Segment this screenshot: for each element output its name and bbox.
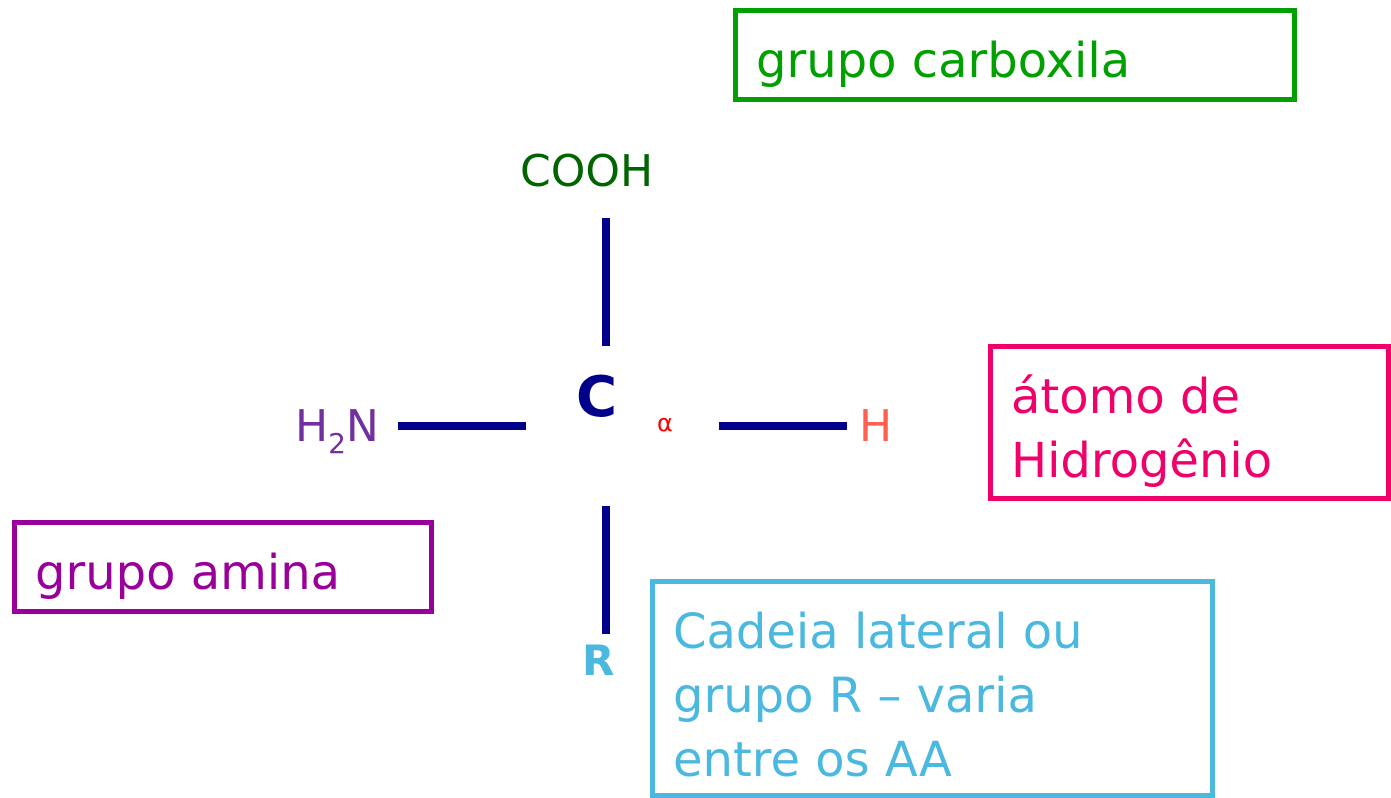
alpha-symbol: α (657, 409, 673, 437)
hydrogen-atom-symbol: H (859, 401, 893, 452)
carboxyl-group-box: grupo carboxila (733, 8, 1297, 102)
side-chain-label-line1: Cadeia lateral ou (673, 604, 1083, 660)
hydrogen-atom-box: átomo de Hidrogênio (988, 344, 1391, 501)
amine-atom-label: H2N (295, 405, 379, 458)
amine-atom-subscript: 2 (328, 427, 346, 460)
carboxyl-atom-label: COOH (520, 146, 654, 197)
carboxyl-group-label: grupo carboxila (756, 33, 1131, 89)
amine-atom-h: H (295, 401, 329, 452)
alpha-carbon-label: C (576, 365, 618, 430)
hydrogen-atom-label-line1: átomo de (1011, 369, 1240, 425)
side-chain-r-label: R (582, 636, 615, 685)
side-chain-box: Cadeia lateral ou grupo R – varia entre … (650, 579, 1215, 798)
bond-amine-carbon (398, 422, 526, 430)
hydrogen-atom-label-line2: Hidrogênio (1011, 433, 1273, 489)
bond-carbon-side-chain (602, 506, 610, 634)
bond-carbon-carboxyl (602, 218, 610, 346)
side-chain-label-line3: entre os AA (673, 732, 952, 788)
amine-group-label: grupo amina (35, 545, 341, 601)
amine-atom-n: N (345, 401, 379, 452)
side-chain-label-line2: grupo R – varia (673, 668, 1037, 724)
bond-carbon-hydrogen (719, 422, 847, 430)
amine-group-box: grupo amina (12, 520, 434, 614)
